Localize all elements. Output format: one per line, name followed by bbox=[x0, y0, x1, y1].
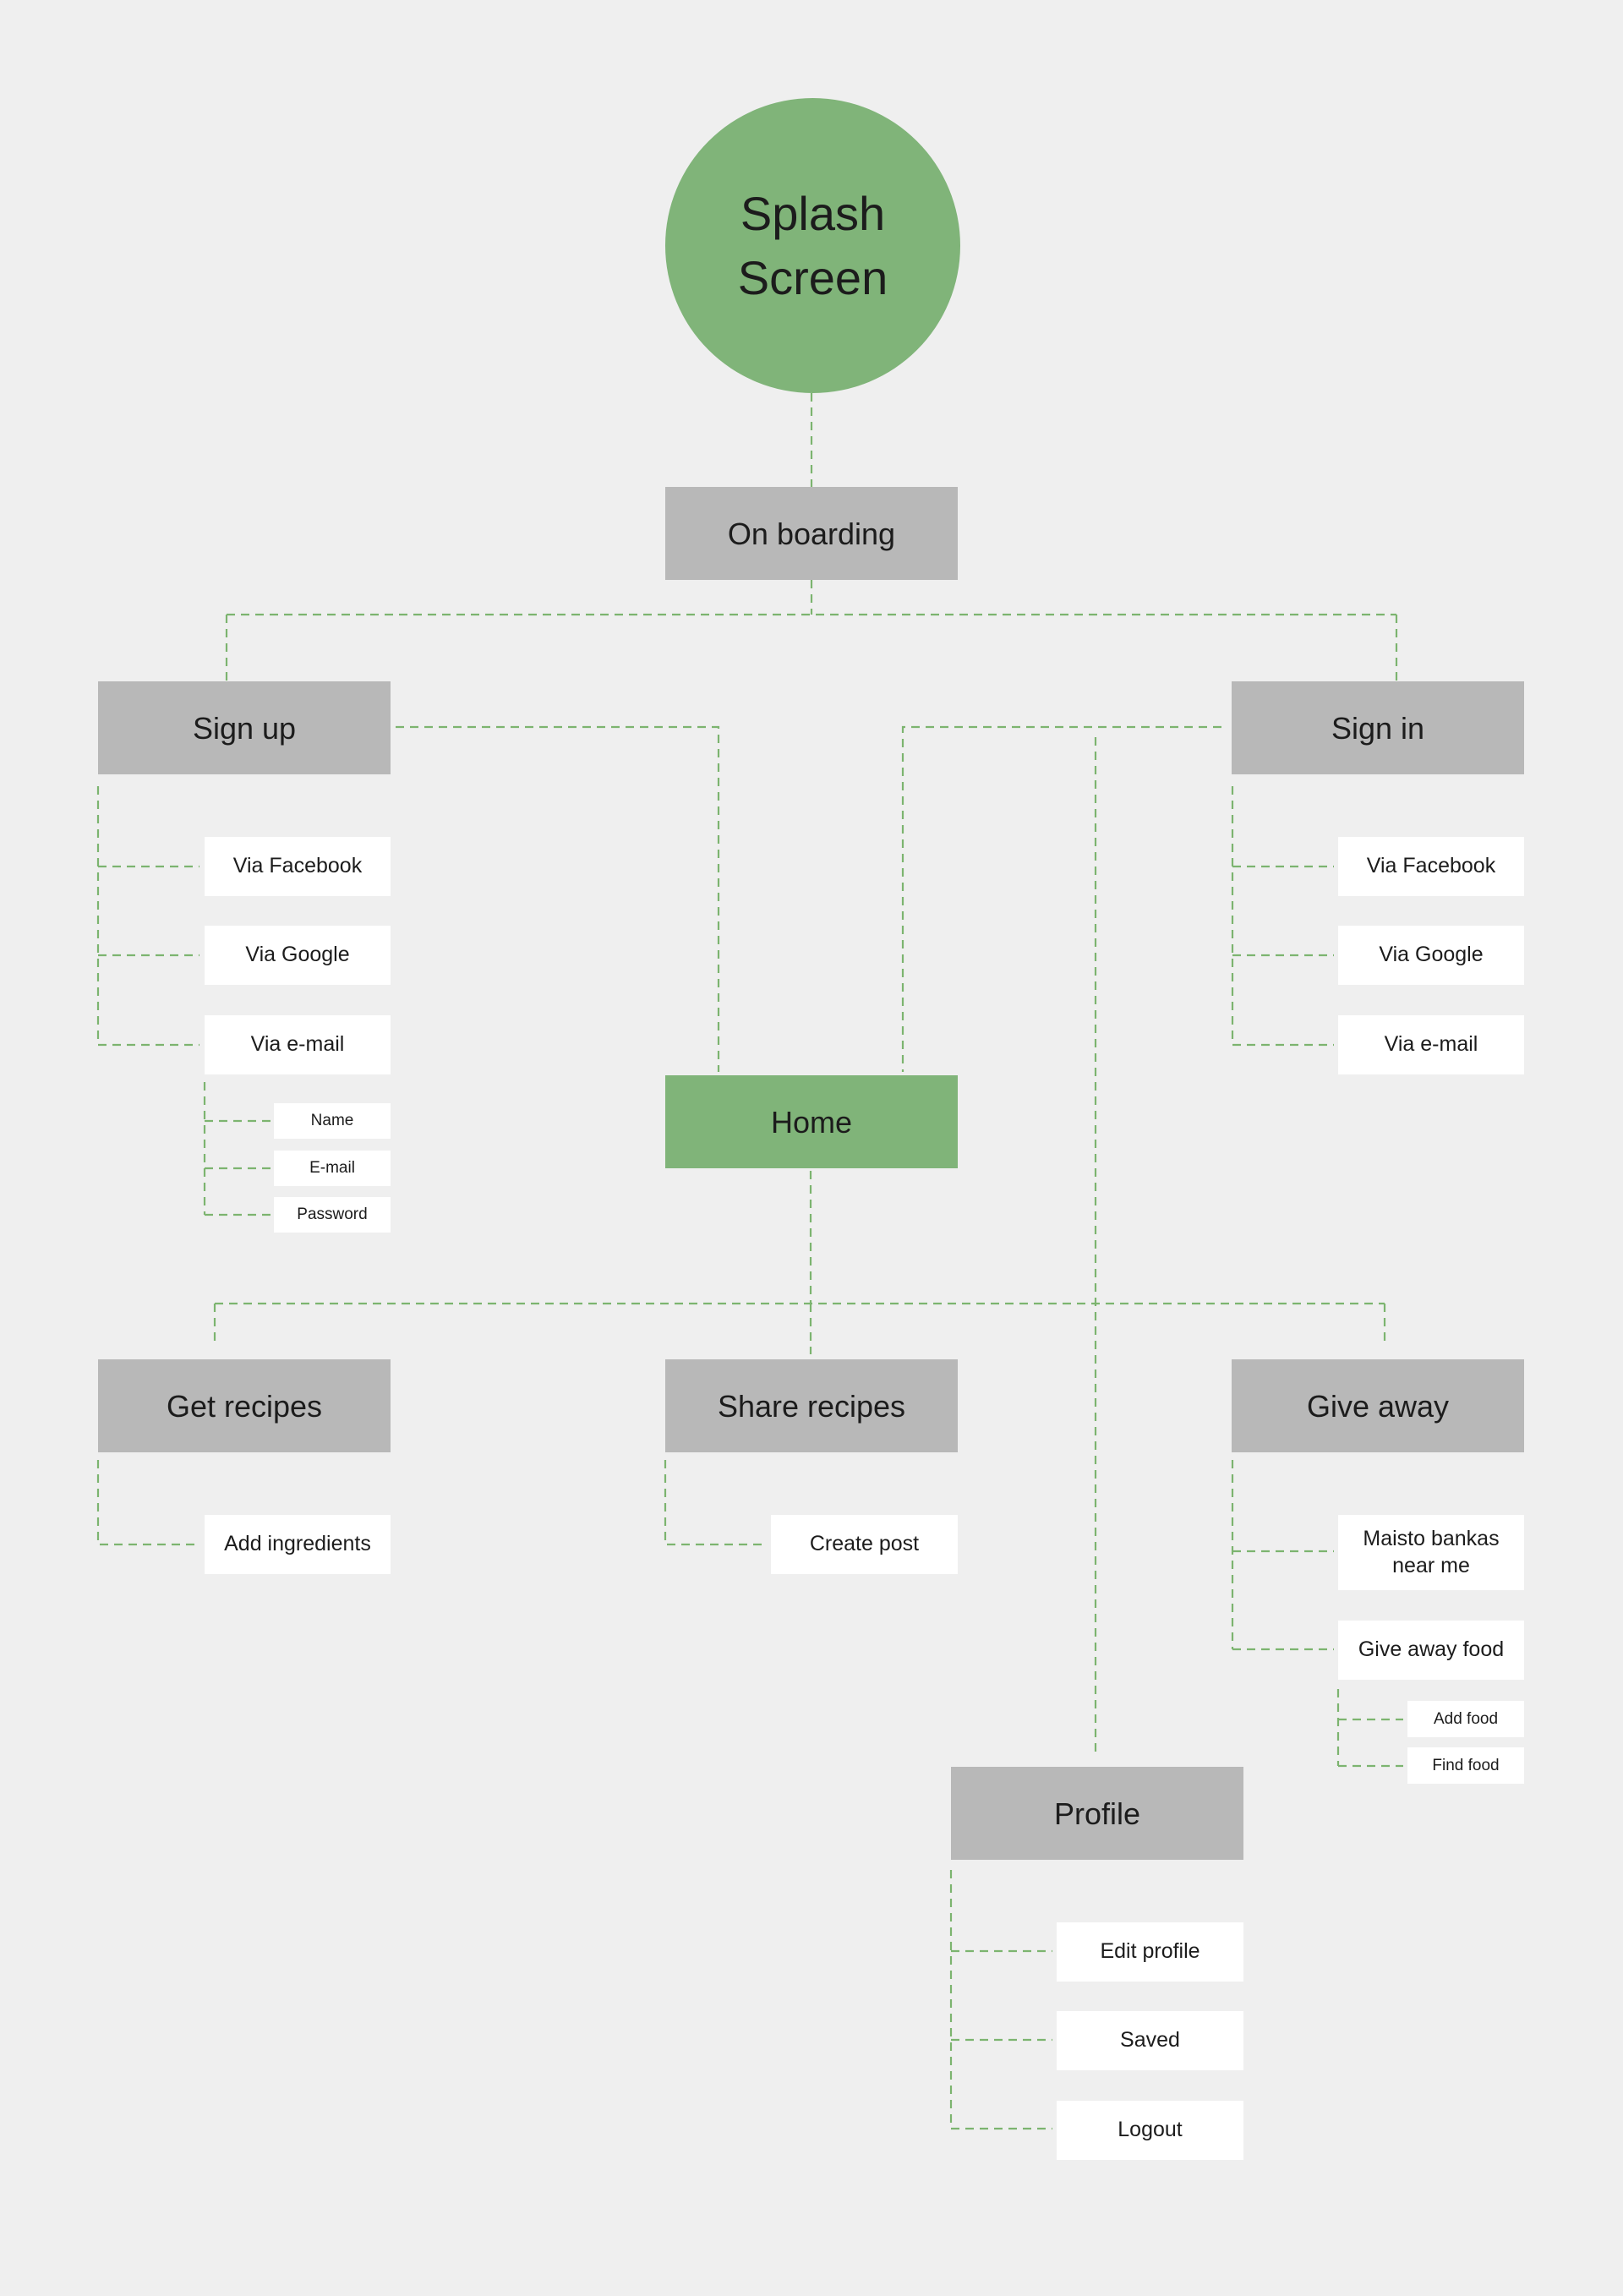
share-recipes-label: Share recipes bbox=[717, 1388, 906, 1424]
share-recipes-node: Share recipes bbox=[665, 1359, 958, 1452]
edit-profile-node: Edit profile bbox=[1057, 1922, 1243, 1982]
signup-email-label: Via e-mail bbox=[250, 1032, 345, 1057]
onboarding-node: On boarding bbox=[665, 487, 958, 580]
maisto-bankas-node: Maisto bankas near me bbox=[1338, 1515, 1524, 1590]
give-away-label: Give away bbox=[1306, 1388, 1450, 1424]
get-recipes-node: Get recipes bbox=[98, 1359, 391, 1452]
signin-facebook-label: Via Facebook bbox=[1366, 854, 1496, 878]
signup-label: Sign up bbox=[192, 710, 297, 746]
signup-password-field-label: Password bbox=[297, 1205, 368, 1224]
signup-name-field-label: Name bbox=[310, 1112, 354, 1130]
signin-email-label: Via e-mail bbox=[1384, 1032, 1478, 1057]
find-food-label: Find food bbox=[1432, 1756, 1500, 1774]
signup-email-field-label: E-mail bbox=[309, 1159, 355, 1178]
splash-screen-label: Splash Screen bbox=[737, 186, 888, 304]
onboarding-label: On boarding bbox=[727, 516, 896, 551]
saved-node: Saved bbox=[1057, 2011, 1243, 2070]
signin-google-label: Via Google bbox=[1379, 943, 1484, 967]
signup-google-label: Via Google bbox=[245, 943, 350, 967]
get-recipes-label: Get recipes bbox=[166, 1388, 323, 1424]
signup-google-node: Via Google bbox=[205, 926, 391, 985]
logout-node: Logout bbox=[1057, 2101, 1243, 2160]
signin-email-node: Via e-mail bbox=[1338, 1015, 1524, 1074]
create-post-label: Create post bbox=[809, 1532, 920, 1556]
edit-profile-label: Edit profile bbox=[1100, 1939, 1200, 1964]
signin-google-node: Via Google bbox=[1338, 926, 1524, 985]
signup-name-field-node: Name bbox=[274, 1103, 391, 1139]
logout-label: Logout bbox=[1118, 2118, 1183, 2142]
signup-facebook-label: Via Facebook bbox=[232, 854, 363, 878]
saved-label: Saved bbox=[1120, 2028, 1180, 2053]
add-food-label: Add food bbox=[1433, 1709, 1499, 1728]
profile-node: Profile bbox=[951, 1767, 1243, 1860]
signin-label: Sign in bbox=[1331, 710, 1425, 746]
signin-node: Sign in bbox=[1232, 681, 1524, 774]
give-away-food-label: Give away food bbox=[1358, 1637, 1505, 1662]
home-label: Home bbox=[770, 1104, 853, 1140]
home-node: Home bbox=[665, 1075, 958, 1168]
signup-facebook-node: Via Facebook bbox=[205, 837, 391, 896]
give-away-food-node: Give away food bbox=[1338, 1621, 1524, 1680]
maisto-bankas-label: Maisto bankas near me bbox=[1363, 1527, 1500, 1577]
signup-password-field-node: Password bbox=[274, 1197, 391, 1233]
give-away-node: Give away bbox=[1232, 1359, 1524, 1452]
add-food-node: Add food bbox=[1407, 1701, 1524, 1737]
create-post-node: Create post bbox=[771, 1515, 958, 1574]
signin-facebook-node: Via Facebook bbox=[1338, 837, 1524, 896]
splash-screen-node: Splash Screen bbox=[665, 98, 960, 393]
add-ingredients-node: Add ingredients bbox=[205, 1515, 391, 1574]
find-food-node: Find food bbox=[1407, 1747, 1524, 1784]
profile-label: Profile bbox=[1053, 1796, 1141, 1831]
signup-node: Sign up bbox=[98, 681, 391, 774]
signup-email-node: Via e-mail bbox=[205, 1015, 391, 1074]
signup-email-field-node: E-mail bbox=[274, 1151, 391, 1186]
add-ingredients-label: Add ingredients bbox=[224, 1532, 371, 1556]
